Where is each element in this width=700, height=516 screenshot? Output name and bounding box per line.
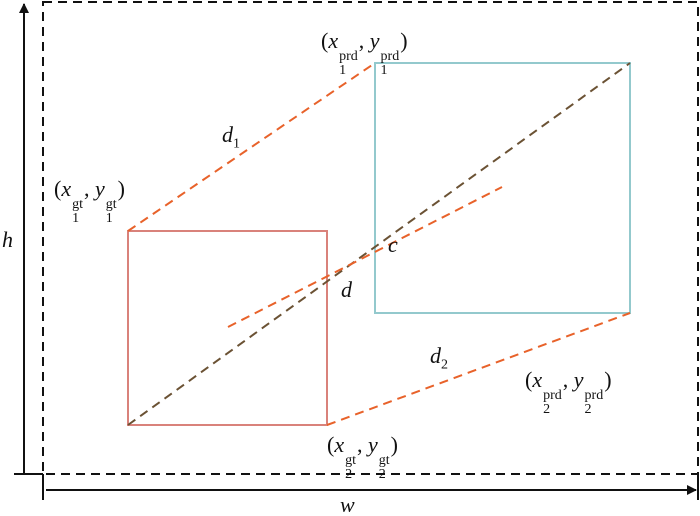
sup: prd (380, 49, 400, 64)
image-frame (42, 1, 699, 475)
paren: ) (117, 176, 125, 201)
c-label: c (388, 232, 398, 257)
center-distance-d (227, 186, 503, 328)
paren: ( (525, 367, 533, 392)
predicted-box (374, 62, 631, 314)
paren: ( (327, 432, 335, 457)
sub: 1 (380, 63, 388, 78)
comma: , (356, 432, 368, 457)
ground-truth-box (127, 230, 328, 426)
paren: ( (54, 176, 62, 201)
x: x (328, 28, 339, 53)
sub: 2 (543, 402, 551, 417)
sup: gt (72, 197, 83, 212)
x: x (532, 367, 543, 392)
sup: gt (378, 453, 390, 468)
d-label: d (341, 277, 352, 302)
sub: 1 (339, 63, 347, 78)
comma: , (358, 28, 370, 53)
distance-d2 (326, 312, 631, 426)
y: y (369, 28, 380, 53)
d1-sub: 1 (233, 136, 240, 152)
width-label: w (340, 492, 355, 516)
d2-sub: 2 (441, 357, 448, 373)
paren: ) (400, 28, 408, 53)
d2-text: d (430, 343, 441, 368)
paren: ) (604, 367, 612, 392)
d2-label: d2 (430, 343, 448, 372)
x: x (61, 176, 72, 201)
sub: 2 (584, 402, 592, 417)
sup: gt (105, 197, 117, 212)
distance-d1 (127, 62, 376, 232)
sup: gt (345, 453, 356, 468)
sub: 1 (72, 211, 80, 226)
comma: , (562, 367, 574, 392)
diagonal-c (127, 62, 631, 426)
y: y (94, 176, 105, 201)
sup: prd (543, 388, 562, 403)
x: x (334, 432, 345, 457)
y: y (573, 367, 584, 392)
sup: prd (339, 49, 358, 64)
height-label: h (2, 227, 13, 252)
comma: , (83, 176, 95, 201)
paren: ) (390, 432, 398, 457)
paren: ( (321, 28, 329, 53)
y: y (367, 432, 378, 457)
sub: 2 (378, 467, 386, 482)
d1-label: d1 (222, 122, 240, 151)
sub: 2 (345, 467, 353, 482)
sup: prd (584, 388, 604, 403)
d1-text: d (222, 122, 233, 147)
sub: 1 (105, 211, 113, 226)
